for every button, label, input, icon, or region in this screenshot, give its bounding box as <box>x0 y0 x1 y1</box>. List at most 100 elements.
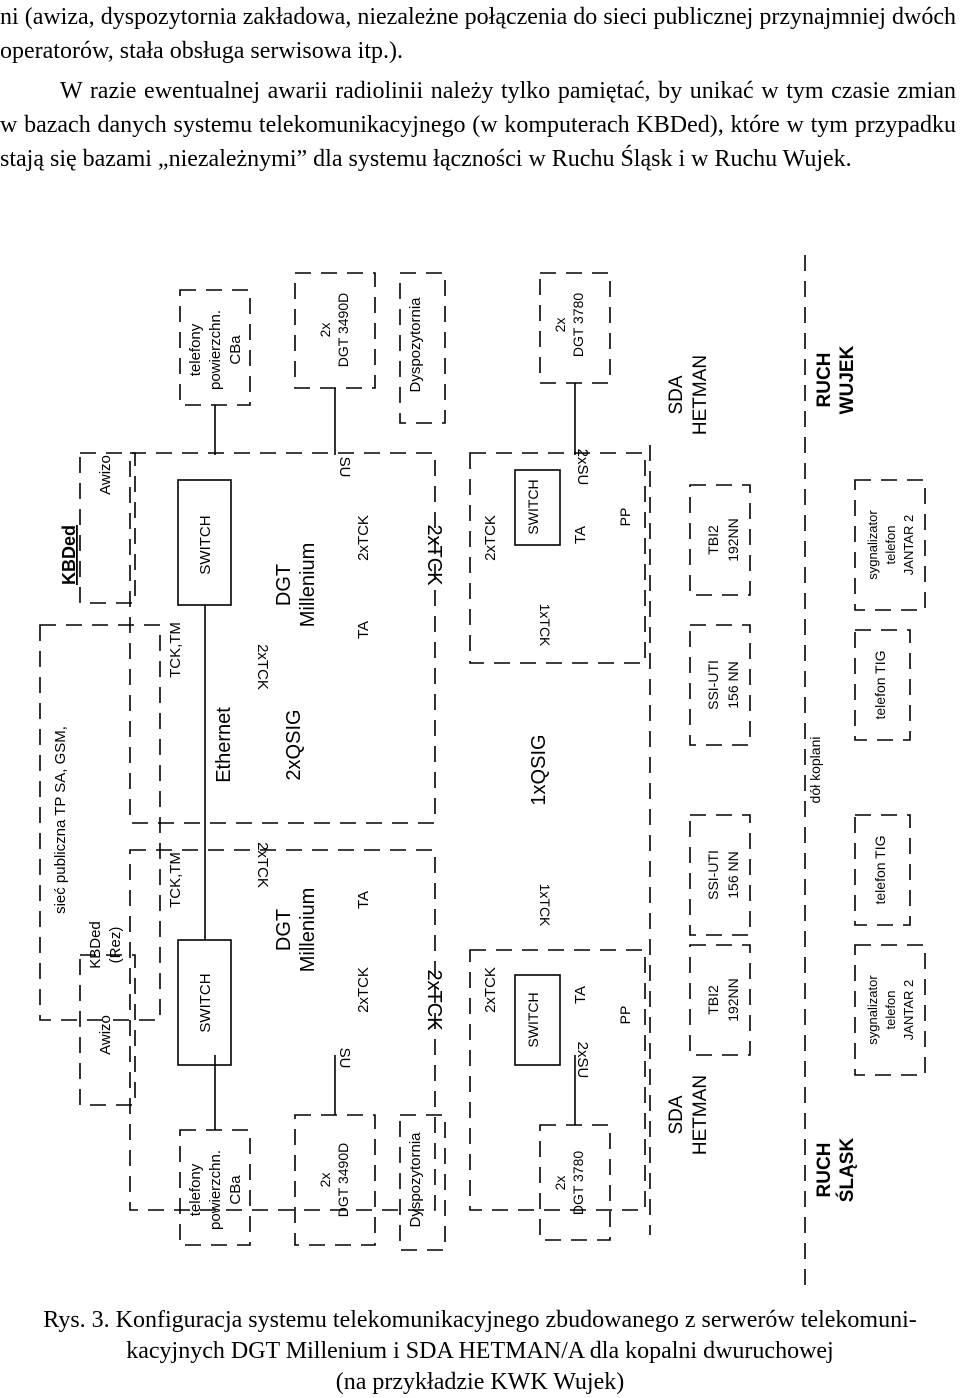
dgt3490-left-1: 2x <box>317 1173 333 1188</box>
dgt3780-left-2: DGT 3780 <box>570 1151 586 1216</box>
sygnalizator-left-1: sygnalizator <box>865 975 880 1045</box>
tck2-center-right: 2xTCK <box>423 524 445 586</box>
figure-caption: Rys. 3. Konfiguracja systemu telekomunik… <box>0 1305 960 1398</box>
tck2-center-left: 2xTCK <box>423 969 445 1031</box>
awizo-left-label: Awizo <box>97 1015 114 1055</box>
tbi2-left-box <box>689 944 751 1056</box>
dgt-left-2: Millenium <box>297 888 319 972</box>
switch-right-label: SWITCH <box>197 515 214 574</box>
switch-sda-left-label: SWITCH <box>525 992 541 1047</box>
ruch-slask-2: ŚLĄSK <box>836 1138 858 1203</box>
telefony-left-1: telefony <box>187 1163 204 1216</box>
ta-left: TA <box>355 891 372 909</box>
diagram-lines <box>39 255 926 1295</box>
ruch-wujek-2: WUJEK <box>837 345 858 414</box>
kbded-label: KBDed <box>59 525 79 585</box>
public-network-label: sieć publiczna TP SA, GSM, <box>52 726 69 914</box>
caption-line-3: (na przykładzie KWK Wujek) <box>335 1369 625 1395</box>
ruch-wujek-1: RUCH <box>814 353 835 408</box>
sygnalizator-right-2: telefon <box>883 525 898 564</box>
sda-hetman-right-2: HETMAN <box>690 355 711 435</box>
dol-koplani-label: dół koplani <box>807 737 823 804</box>
sygnalizator-right-1: sygnalizator <box>865 510 880 580</box>
qsig2-label: 2xQSIG <box>283 709 305 780</box>
su-right: SU <box>336 457 353 478</box>
kbded-rez-label-1: KBDed <box>87 921 104 969</box>
tbi2-right-1: TBI2 <box>705 525 721 555</box>
qsig1-label: 1xQSIG <box>528 734 550 805</box>
dgt3490-right-2: DGT 3490D <box>335 293 351 367</box>
tck2-sda-left: 2xTCK <box>482 967 499 1013</box>
ssi-right-box <box>689 624 751 746</box>
awizo-right-box <box>79 452 136 604</box>
telefony-right-2: powierzchn. <box>207 310 224 390</box>
tig-left-box <box>854 814 911 926</box>
dyspozytornia-right: Dyspozytornia <box>407 297 424 393</box>
tck2-left-upper: 2xTCK <box>254 842 271 888</box>
kbded-rez-label-2: (Rez) <box>107 927 124 964</box>
sygnalizator-right-box <box>854 479 926 611</box>
caption-line-2: kacyjnych DGT Millenium i SDA HETMAN/A d… <box>126 1338 834 1364</box>
sygnalizator-right-3: JANTAR 2 <box>901 515 916 575</box>
pp-left: PP <box>617 1006 633 1025</box>
sygnalizator-left-box <box>854 944 926 1076</box>
dgt-left-outline <box>129 849 436 1211</box>
ruch-slask-1: RUCH <box>814 1143 835 1198</box>
caption-line-1: Rys. 3. Konfiguracja systemu telekomunik… <box>43 1307 917 1333</box>
ssi-left-1: SSI-UTI <box>705 850 721 900</box>
dyspozytornia-left: Dyspozytornia <box>407 1132 424 1228</box>
awizo-right-label: Awizo <box>97 455 114 495</box>
paragraph-intro: ni (awiza, dyspozytornia zakładowa, niez… <box>0 4 956 64</box>
ssi-right-1: SSI-UTI <box>705 660 721 710</box>
sda-hetman-right-1: SDA <box>666 375 687 414</box>
sda-left-outline <box>469 949 646 1211</box>
sda-hetman-left-1: SDA <box>666 1095 687 1134</box>
tck2-left-mid: 2xTCK <box>355 967 372 1013</box>
su-left: SU <box>336 1048 353 1069</box>
sda-right-outline <box>469 452 646 664</box>
telefony-left-3: CBa <box>227 1175 244 1205</box>
ta-sda-right: TA <box>572 526 589 544</box>
ethernet-label: Ethernet <box>213 707 235 783</box>
dgt3780-left-1: 2x <box>552 1176 568 1191</box>
switch-sda-right <box>514 469 561 546</box>
ssi-left-box <box>689 814 751 936</box>
su2-left: 2xSU <box>574 1042 591 1079</box>
ta-sda-left: TA <box>572 986 589 1004</box>
su2-right: 2xSU <box>574 449 591 486</box>
tck2-right-upper: 2xTCK <box>254 644 271 690</box>
sygnalizator-left-2: telefon <box>883 990 898 1029</box>
dgt3490-right-1: 2x <box>317 323 333 338</box>
telefony-left-2: powierzchn. <box>207 1150 224 1230</box>
telefony-right-3: CBa <box>227 335 244 365</box>
dgt-right-2: Millenium <box>297 543 319 627</box>
tig-right-box <box>854 629 911 741</box>
tbi2-right-2: 192NN <box>725 518 741 562</box>
tck1-left: 1xTCK <box>537 884 553 927</box>
dgt-right-1: DGT <box>273 564 295 606</box>
dgt-left-1: DGT <box>273 909 295 951</box>
tck2-sda-right: 2xTCK <box>482 515 499 561</box>
ssi-right-2: 156 NN <box>725 661 741 708</box>
sygnalizator-left-3: JANTAR 2 <box>901 980 916 1040</box>
dgt3780-right-1: 2x <box>552 318 568 333</box>
tig-left: telefon TIG <box>872 835 888 904</box>
tcktm-right-label: TCK,TM <box>167 622 184 678</box>
switch-sda-left <box>514 974 561 1066</box>
tbi2-left-2: 192NN <box>725 978 741 1022</box>
dyspozytornia-left-box <box>399 1114 446 1251</box>
network-diagram: sieć publiczna TP SA, GSM, KBDed KBDed (… <box>39 255 926 1295</box>
tck1-right: 1xTCK <box>537 604 553 647</box>
tck2-right-mid: 2xTCK <box>355 515 372 561</box>
pp-right: PP <box>617 508 633 527</box>
tbi2-left-1: TBI2 <box>705 985 721 1015</box>
sda-hetman-left-2: HETMAN <box>690 1075 711 1155</box>
tcktm-left-label: TCK,TM <box>167 852 184 908</box>
dgt3490-left-2: DGT 3490D <box>335 1143 351 1217</box>
switch-sda-right-label: SWITCH <box>525 479 541 534</box>
paragraph-failure-note: W razie ewentualnej awarii radiolinii na… <box>0 78 956 172</box>
switch-left-label: SWITCH <box>197 973 214 1032</box>
dgt3780-right-2: DGT 3780 <box>570 293 586 358</box>
ssi-left-2: 156 NN <box>725 851 741 898</box>
tig-right: telefon TIG <box>872 650 888 719</box>
